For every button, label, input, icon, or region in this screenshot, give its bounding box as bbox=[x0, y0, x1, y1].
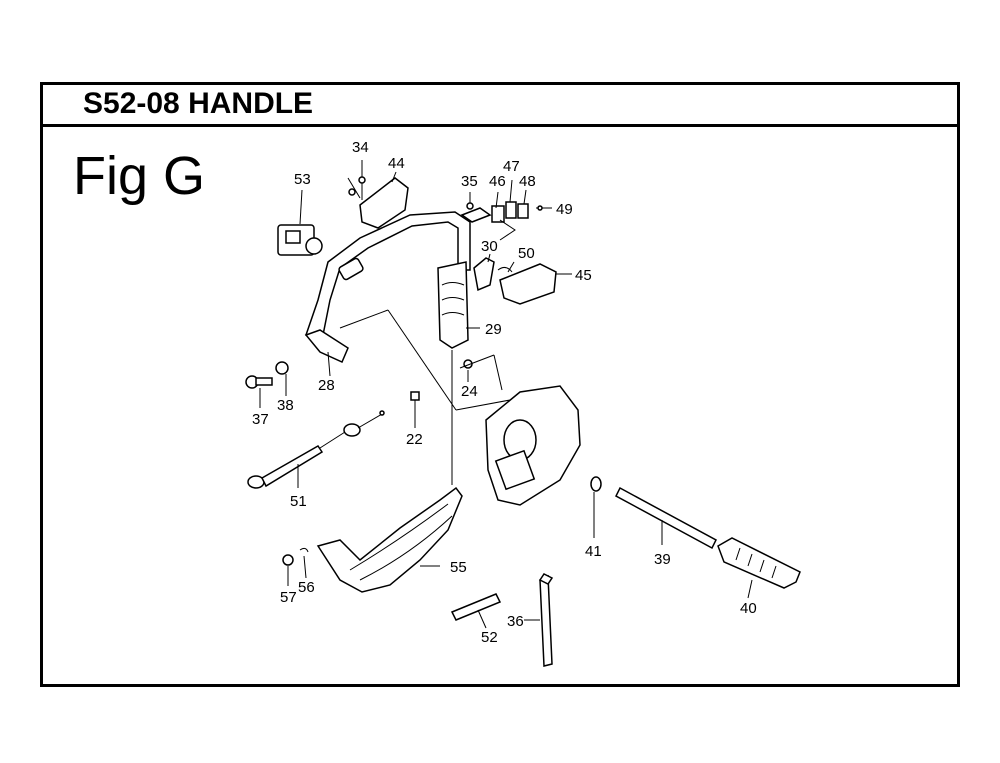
callout-52: 52 bbox=[481, 629, 498, 646]
title-bar: S52-08 HANDLE bbox=[43, 85, 957, 127]
parts-22-24-bolt bbox=[410, 359, 473, 428]
part-36-strip bbox=[524, 573, 554, 667]
parts-56-57-nut-washer bbox=[282, 547, 309, 586]
callout-36: 36 bbox=[507, 613, 524, 630]
part-30-lever bbox=[473, 253, 495, 292]
part-45-cover bbox=[497, 261, 572, 305]
page-title: S52-08 HANDLE bbox=[83, 87, 314, 120]
parts-39-40-41-shaft-grip bbox=[590, 476, 801, 599]
callout-38: 38 bbox=[277, 397, 294, 414]
callout-56: 56 bbox=[298, 579, 315, 596]
callout-22: 22 bbox=[406, 431, 423, 448]
diagram-frame: S52-08 HANDLE bbox=[40, 82, 960, 687]
callout-46: 46 bbox=[489, 173, 506, 190]
callout-39: 39 bbox=[654, 551, 671, 568]
part-53-switch bbox=[277, 189, 323, 256]
callout-55: 55 bbox=[450, 559, 467, 576]
callout-48: 48 bbox=[519, 173, 536, 190]
figure-label: Fig G bbox=[73, 146, 206, 206]
parts-35-49-switch-assembly bbox=[460, 179, 552, 241]
part-55-bracket bbox=[316, 486, 463, 593]
callout-51: 51 bbox=[290, 493, 307, 510]
assembly-lines bbox=[339, 309, 511, 485]
parts-37-38-bolt-washer bbox=[245, 361, 289, 408]
callout-53: 53 bbox=[294, 171, 311, 188]
part-34-screws bbox=[347, 160, 366, 200]
callout-34: 34 bbox=[352, 139, 369, 156]
callout-37: 37 bbox=[252, 411, 269, 428]
callout-28: 28 bbox=[318, 377, 335, 394]
callout-41: 41 bbox=[585, 543, 602, 560]
callout-44: 44 bbox=[388, 155, 405, 172]
callout-50: 50 bbox=[518, 245, 535, 262]
part-51-cable bbox=[247, 410, 385, 489]
callout-24: 24 bbox=[461, 383, 478, 400]
callout-57: 57 bbox=[280, 589, 297, 606]
gear-housing bbox=[485, 385, 581, 506]
callout-35: 35 bbox=[461, 173, 478, 190]
callout-47: 47 bbox=[503, 158, 520, 175]
callout-40: 40 bbox=[740, 600, 757, 617]
part-52-stud bbox=[450, 593, 502, 629]
callout-49: 49 bbox=[556, 201, 573, 218]
part-44-bracket bbox=[359, 171, 409, 229]
callout-45: 45 bbox=[575, 267, 592, 284]
callout-29: 29 bbox=[485, 321, 502, 338]
callout-30: 30 bbox=[481, 238, 498, 255]
part-29-grip bbox=[437, 261, 480, 349]
